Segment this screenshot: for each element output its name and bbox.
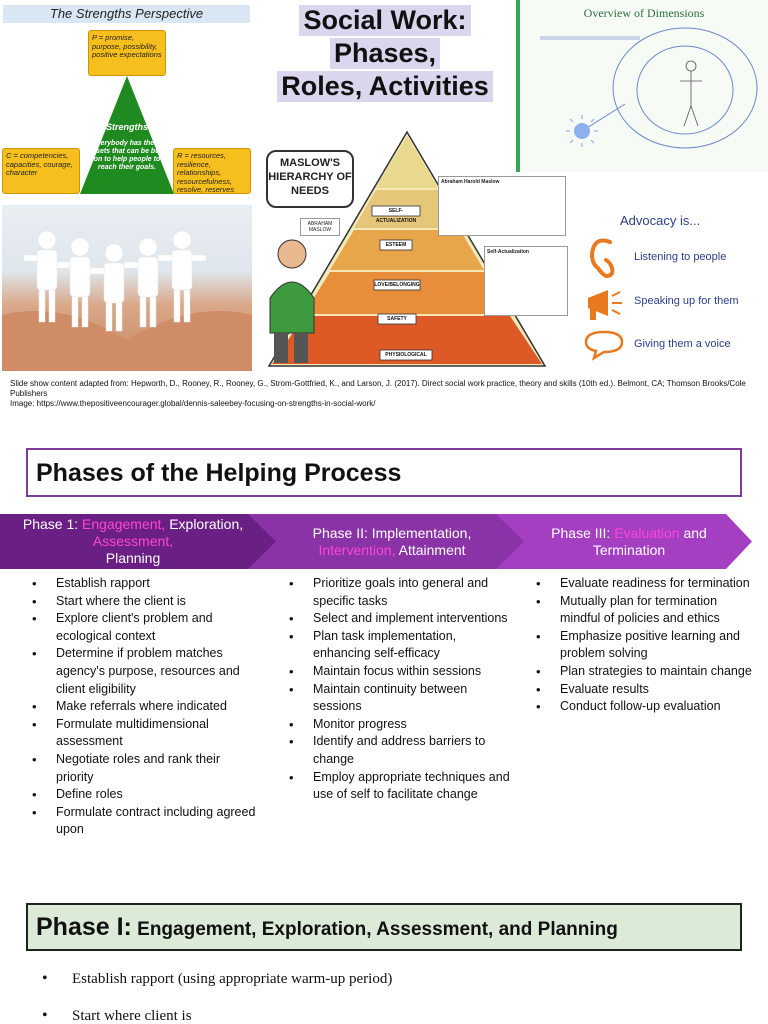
list-item: Determine if problem matches agency's pu…	[28, 645, 260, 698]
helping-process-title: Phases of the Helping Process	[26, 448, 742, 497]
phase-1-label: Phase 1: Engagement, Exploration, Assess…	[23, 516, 243, 567]
phase-one-title: Engagement, Exploration, Assessment, and…	[131, 919, 618, 940]
level-safety: SAFETY	[387, 316, 407, 322]
advocacy-figure: Advocacy is... Listening to people Speak…	[578, 200, 768, 370]
maslow-person-tag: ABRAHAM MASLOW	[300, 218, 340, 236]
maslow-self-label: Self-Actualization	[487, 249, 529, 255]
phase-1-list: Establish rapport Start where the client…	[28, 575, 260, 839]
list-item: Conduct follow-up evaluation	[532, 698, 752, 716]
phase-1-prefix: Phase 1:	[22, 516, 83, 532]
maslow-hierarchy-figure: MASLOW'S HIERARCHY OF NEEDS Abraham Haro…	[262, 128, 572, 372]
dimensions-figure: Overview of Dimensions	[516, 0, 768, 172]
strengths-triangle-label: Strengths	[105, 122, 148, 132]
list-item: Employ appropriate techniques and use of…	[285, 769, 515, 804]
list-item: Establish rapport (using appropriate war…	[42, 966, 392, 1003]
phase-one-list: Establish rapport (using appropriate war…	[42, 966, 392, 1024]
phase-2-intervention: Intervention,	[318, 541, 396, 558]
advocacy-item-voice: Giving them a voice	[634, 338, 731, 350]
list-item: Make referrals where indicated	[28, 698, 260, 716]
phase-1-assessment: Assessment,	[92, 533, 174, 549]
phase-one-label: Phase I:	[36, 913, 132, 941]
list-item: Start where client is	[42, 1003, 392, 1024]
list-item: Emphasize positive learning and problem …	[532, 628, 752, 663]
phase-3-evaluation: Evaluation	[614, 524, 680, 541]
list-item: Evaluate readiness for termination	[532, 575, 752, 593]
phase-3-band: Phase III: Evaluation and Termination	[496, 514, 752, 569]
list-item: Plan task implementation, enhancing self…	[285, 628, 515, 663]
title-line-2: Phases,	[329, 38, 441, 69]
list-item: Select and implement interventions	[285, 610, 515, 628]
phase-3-list: Evaluate readiness for termination Mutua…	[532, 575, 752, 716]
maslow-bio-name: Abraham Harold Maslow	[441, 179, 500, 185]
maslow-bio-note: Abraham Harold Maslow	[438, 176, 566, 236]
title-line-3: Roles, Activities	[277, 71, 493, 102]
strengths-r-box: R = resources, resilience, relationships…	[173, 148, 251, 194]
advocacy-item-speaking: Speaking up for them	[634, 295, 739, 307]
strengths-triangle-text: Everybody has these assets that can be b…	[88, 140, 166, 171]
list-item: Evaluate results	[532, 681, 752, 699]
citation-source: Slide show content adapted from: Hepwort…	[10, 379, 746, 398]
list-item: Plan strategies to maintain change	[532, 663, 752, 681]
dimensions-title: Overview of Dimensions	[583, 6, 705, 20]
phase-2-prefix: Phase II: Implementation,	[312, 524, 472, 541]
dimensions-diagram	[540, 27, 758, 149]
top-collage: The Strengths Perspective P = promise, p…	[0, 0, 768, 376]
list-item: Explore client's problem and ecological …	[28, 610, 260, 645]
speech-bubble-icon	[584, 330, 624, 361]
level-esteem: ESTEEM	[385, 242, 407, 248]
phase-1-engagement: Engagement,	[82, 516, 166, 532]
hands-paper-people-image	[2, 205, 252, 371]
list-item: Monitor progress	[285, 716, 515, 734]
megaphone-icon	[588, 290, 622, 320]
strengths-title: The Strengths Perspective	[3, 5, 250, 23]
phase-2-band: Phase II: Implementation, Intervention, …	[248, 514, 526, 569]
list-item: Define roles	[28, 786, 260, 804]
advocacy-item-listening: Listening to people	[634, 251, 727, 263]
maslow-badge: MASLOW'S HIERARCHY OF NEEDS	[266, 150, 354, 208]
list-item: Negotiate roles and rank their priority	[28, 751, 260, 786]
strengths-p-box: P = promise, purpose, possibility, posit…	[88, 30, 166, 76]
phase-3-termination: and Termination	[592, 524, 707, 558]
strengths-triangle	[80, 76, 174, 194]
slide-title: Social Work: Phases, Roles, Activities	[276, 5, 494, 104]
level-physiological: PHYSIOLOGICAL	[385, 352, 427, 358]
list-item: Start where the client is	[28, 593, 260, 611]
phase-one-header: Phase I: Engagement, Exploration, Assess…	[26, 903, 742, 951]
list-item: Formulate contract including agreed upon	[28, 804, 260, 839]
phase-3-label: Phase III: Evaluation and Termination	[526, 525, 732, 559]
phase-3-prefix: Phase III:	[551, 524, 615, 541]
phase-1-band: Phase 1: Engagement, Exploration, Assess…	[0, 514, 290, 569]
maslow-self-note: Self-Actualization	[484, 246, 568, 316]
citation-image: Image: https://www.thepositiveencourager…	[10, 399, 376, 408]
phase-1-planning: Planning	[105, 550, 161, 566]
strengths-c-box: C = competencies, capacities, courage, c…	[2, 148, 80, 194]
strengths-perspective-figure: The Strengths Perspective P = promise, p…	[0, 0, 252, 198]
phase-2-label: Phase II: Implementation, Intervention, …	[313, 525, 472, 559]
phase-1-exploration: Exploration,	[165, 516, 244, 532]
title-line-1: Social Work:	[299, 5, 471, 36]
phase-2-attainment: Attainment	[395, 541, 466, 558]
phase-2-list: Prioritize goals into general and specif…	[285, 575, 515, 804]
ear-icon	[589, 238, 615, 279]
list-item: Maintain continuity between sessions	[285, 681, 515, 716]
list-item: Prioritize goals into general and specif…	[285, 575, 515, 610]
list-item: Establish rapport	[28, 575, 260, 593]
list-item: Formulate multidimensional assessment	[28, 716, 260, 751]
list-item: Identify and address barriers to change	[285, 733, 515, 768]
list-item: Maintain focus within sessions	[285, 663, 515, 681]
level-love-belonging: LOVE/BELONGING	[374, 282, 420, 288]
advocacy-title: Advocacy is...	[620, 213, 701, 228]
list-item: Mutually plan for termination mindful of…	[532, 593, 752, 628]
level-self-actualization: SELF-ACTUALIZATION	[375, 208, 417, 224]
citation: Slide show content adapted from: Hepwort…	[10, 379, 758, 409]
